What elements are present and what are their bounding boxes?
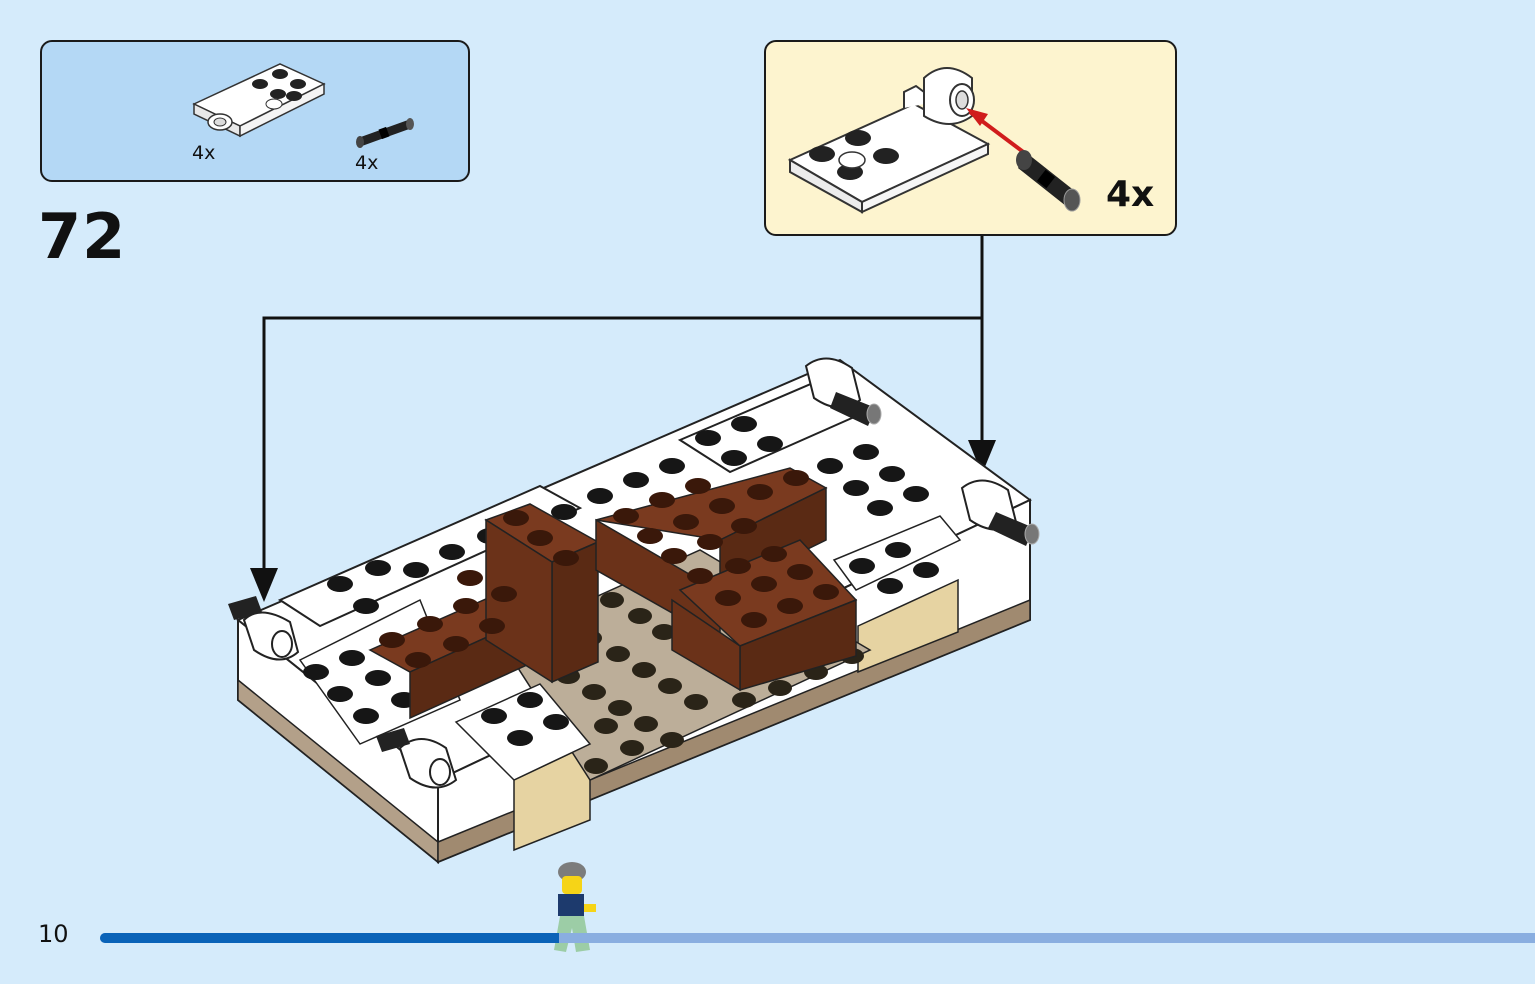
callout-arrows	[250, 236, 996, 602]
parts-list-illustration	[192, 63, 414, 148]
plate-with-clip-icon	[192, 63, 326, 138]
page-number: 10	[38, 920, 69, 948]
progress-bar-fill	[100, 933, 560, 943]
technic-pin-icon	[960, 479, 1040, 546]
plate-with-clip-icon	[787, 67, 991, 214]
plate-qty-label: 4x	[192, 142, 216, 164]
clip-pin-assemblies	[228, 357, 1040, 789]
subassembly-illustration	[787, 67, 1081, 214]
minifigure-icon	[554, 862, 596, 952]
progress-bar	[100, 933, 1535, 943]
brown-studs	[379, 470, 839, 668]
parts-list-box: 4x 4x	[40, 40, 470, 182]
technic-pin-icon	[376, 728, 458, 789]
subassembly-qty-label: 4x	[1106, 174, 1155, 215]
subassembly-callout: 4x	[764, 40, 1177, 236]
pin-qty-label: 4x	[355, 152, 379, 174]
arrow-down-icon	[250, 568, 278, 602]
white-studs	[303, 416, 939, 746]
technic-pin-icon	[804, 357, 882, 426]
step-number: 72	[38, 200, 127, 273]
technic-pin-icon	[356, 118, 414, 148]
pin-insert-icon	[966, 108, 1081, 212]
arrow-down-icon	[968, 440, 996, 474]
technic-pin-icon	[228, 596, 300, 661]
